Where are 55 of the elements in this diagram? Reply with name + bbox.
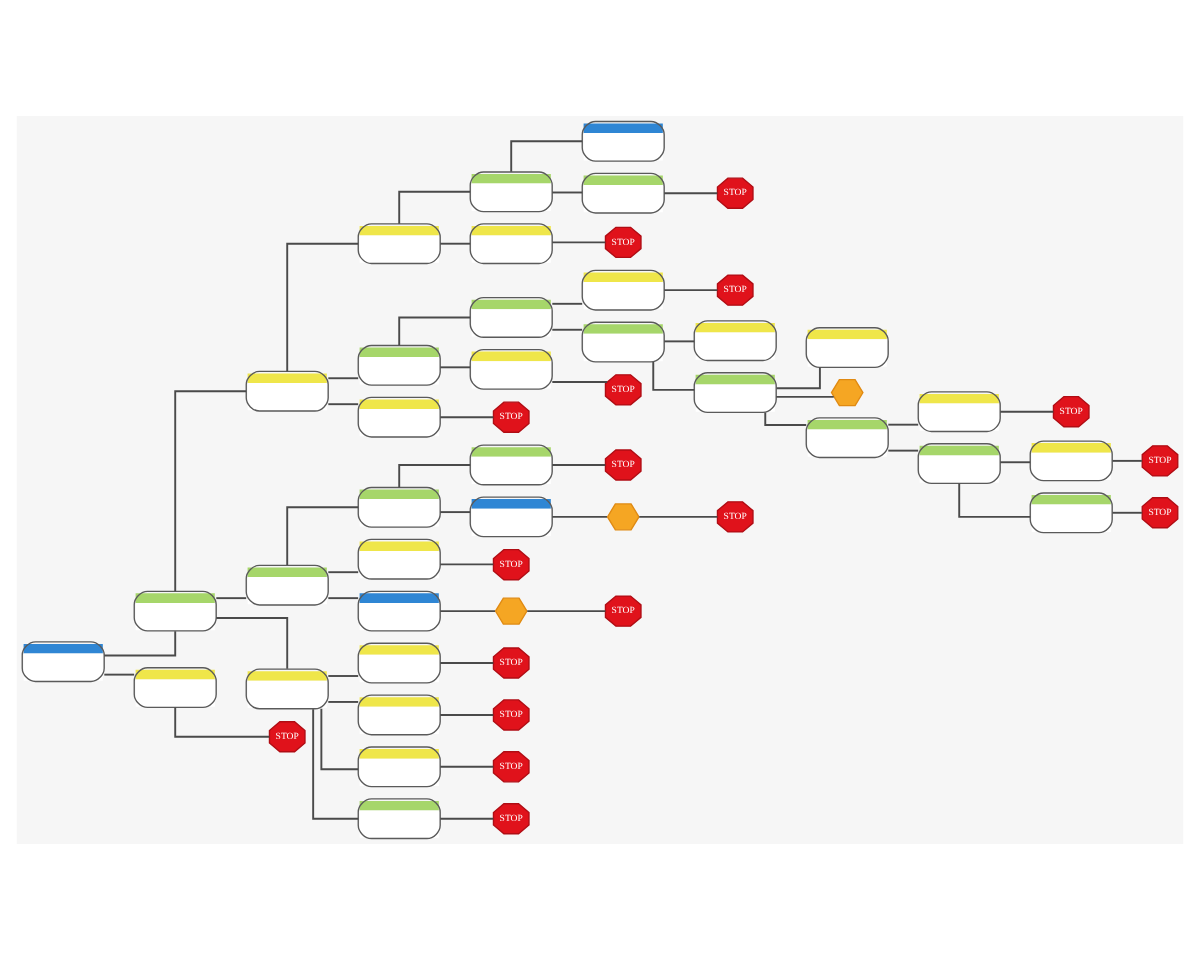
connector: [551, 515, 608, 518]
connector: [663, 192, 719, 195]
connector: [663, 340, 696, 343]
connector: [551, 464, 607, 466]
connector: [439, 366, 472, 369]
connector: [439, 817, 495, 820]
connector: [764, 411, 808, 426]
connector: [551, 302, 584, 305]
connector: [327, 377, 360, 380]
connector: [327, 701, 360, 703]
connector: [439, 416, 495, 419]
connector: [652, 361, 696, 391]
connector: [551, 381, 608, 383]
connector: [215, 597, 248, 600]
connector: [312, 708, 360, 820]
connector: [1111, 459, 1143, 462]
connector: [286, 506, 360, 567]
connector: [103, 630, 177, 657]
connector: [510, 140, 584, 173]
connector: [439, 610, 496, 613]
connector: [551, 241, 607, 244]
connector: [439, 765, 495, 768]
connector: [103, 673, 136, 676]
connector: [174, 390, 248, 593]
connector: [215, 617, 289, 670]
connector: [775, 366, 821, 390]
connector: [439, 713, 495, 716]
connector: [327, 675, 360, 677]
node-hexagon: [494, 597, 528, 625]
connector: [439, 662, 495, 664]
connector: [1111, 511, 1143, 514]
connector: [327, 597, 360, 600]
connector: [320, 707, 359, 771]
connector: [439, 563, 495, 566]
connector: [958, 482, 1032, 518]
connector: [999, 461, 1032, 464]
connector: [887, 449, 920, 452]
connector: [526, 610, 607, 613]
connector: [439, 511, 472, 514]
connector: [999, 410, 1055, 413]
node-hexagon: [830, 378, 864, 407]
connector: [286, 242, 360, 373]
connector: [887, 423, 920, 426]
connector: [398, 190, 472, 225]
node-hexagon: [606, 503, 640, 531]
connector: [439, 242, 472, 245]
connector: [638, 515, 719, 518]
connector: [663, 289, 719, 292]
connector: [327, 571, 360, 574]
connector: [174, 706, 271, 738]
connector: [775, 395, 835, 398]
connector: [398, 316, 472, 347]
connector: [327, 403, 360, 406]
connector: [551, 191, 584, 194]
connector: [551, 328, 584, 331]
